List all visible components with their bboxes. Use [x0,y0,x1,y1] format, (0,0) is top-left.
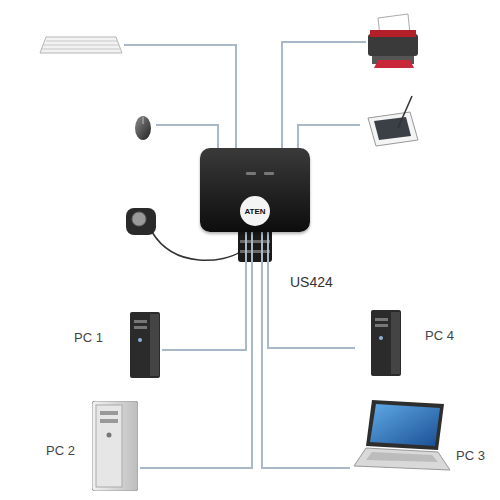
pc-label: PC 2 [46,443,75,458]
computer-node: PC 4 [355,306,467,378]
pc-label: PC 1 [74,330,103,345]
computer-node: PC 2 [42,398,140,494]
model-label: US424 [290,274,333,290]
keyboard-icon [40,37,122,53]
printer-icon [368,14,418,68]
computer-icon [371,310,401,380]
mouse-icon [135,116,151,140]
logo-badge: ATEN [240,196,270,226]
usb-cable [268,232,355,348]
cable-hub [238,230,272,262]
computer-icon [352,398,452,478]
pc-label: PC 4 [425,328,454,343]
computer-node: PC 1 [70,308,162,380]
usb-cable [262,232,350,468]
computer-node: PC 3 [350,396,492,476]
pc-label: PC 3 [456,448,485,463]
tablet-icon [368,96,418,146]
computer-icon [130,312,160,382]
led [246,172,256,175]
usb-cable [162,232,246,350]
computer-icon [92,401,138,495]
brand-logo: ATEN [244,207,265,216]
led [264,172,274,175]
remote-switch-icon [126,208,156,235]
usb-cable [140,232,252,468]
